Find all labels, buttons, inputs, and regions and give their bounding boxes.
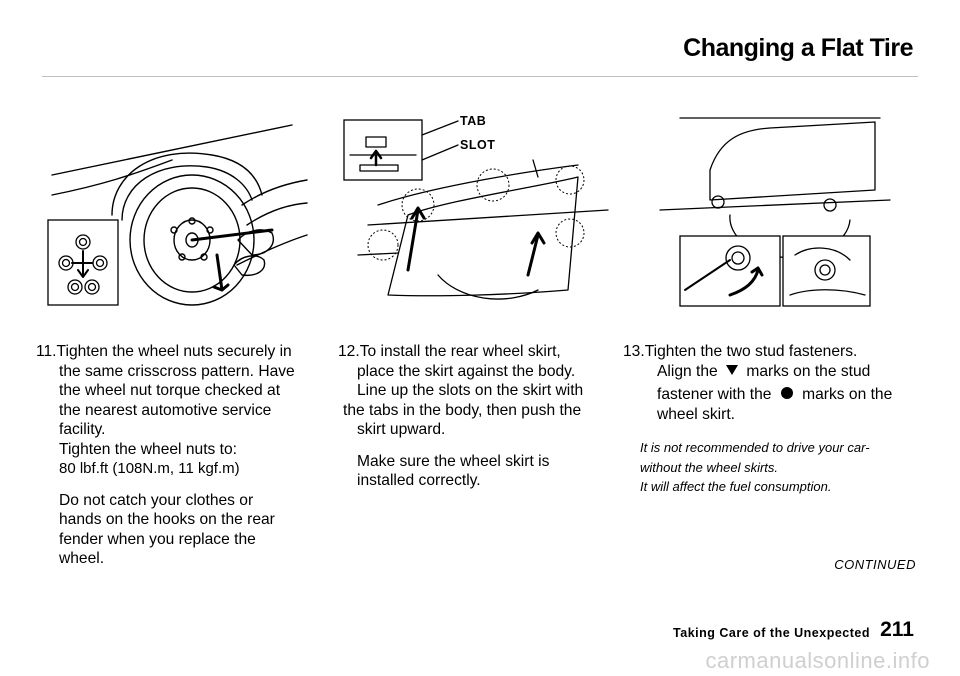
step-11: 11.Tighten the wheel nuts securely in th… [36, 342, 326, 569]
step-text-line: Tighten the two stud fasteners. [644, 343, 858, 360]
section-title: Taking Care of the Unexpected [673, 626, 870, 640]
warning-line: It is not recommended to drive your car- [640, 440, 870, 455]
slot-callout: SLOT [460, 138, 495, 152]
step-text-line: the same crisscross pattern. Have [59, 362, 295, 380]
step-text-line: Align the [657, 362, 718, 380]
step-text-line: facility. [59, 421, 106, 438]
note-line: Do not catch your clothes or [59, 491, 254, 509]
step-text-line: the wheel nut torque checked at [59, 382, 281, 399]
step-text-line: marks on the [802, 386, 893, 403]
page-title: Changing a Flat Tire [683, 34, 913, 62]
note-line: fender when you replace the [59, 530, 256, 548]
watermark: carmanualsonline.info [705, 648, 930, 673]
note-line: wheel. [59, 550, 105, 567]
note-line: installed correctly. [357, 472, 481, 489]
step-12: 12.To install the rear wheel skirt, plac… [338, 342, 628, 491]
torque-value: 80 lbf.ft (108N.m, 11 kgf.m) [59, 460, 240, 477]
continued-label: CONTINUED [834, 557, 916, 572]
step-text-line: the nearest automotive service [59, 401, 272, 419]
warning-line: It will affect the fuel consumption. [640, 479, 832, 494]
header-rule [42, 76, 918, 77]
torque-intro: Tighten the wheel nuts to: [59, 440, 237, 458]
step-text-line: the tabs in the body, then push the [343, 401, 582, 419]
step-text-line: place the skirt against the body. [357, 362, 576, 380]
note-line: hands on the hooks on the rear [59, 511, 275, 528]
triangle-mark-icon [726, 364, 739, 375]
step-text-line: Line up the slots on the skirt with [357, 382, 584, 399]
step-number: 13. [623, 343, 645, 360]
dot-mark-icon [780, 387, 793, 399]
step-text-line: wheel skirt. [657, 405, 735, 423]
step-text-line: fastener with the [657, 386, 772, 403]
step-text-line: skirt upward. [357, 421, 446, 438]
step-number: 11. [36, 343, 57, 360]
step-text-line: Tighten the wheel nuts securely in [56, 343, 292, 360]
page-number: 211 [880, 618, 914, 641]
tab-callout: TAB [460, 115, 486, 128]
step-13: 13.Tighten the two stud fasteners. Align… [623, 342, 923, 497]
step-text-line: marks on the stud [746, 362, 871, 380]
stud-fastener-figure [659, 117, 891, 307]
warning-line: without the wheel skirts. [640, 459, 779, 475]
note-line: Make sure the wheel skirt is [357, 452, 550, 470]
step-text-line: To install the rear wheel skirt, [359, 343, 561, 360]
step-number: 12. [338, 343, 360, 360]
wheel-skirt-figure: TAB SLOT [343, 115, 609, 300]
wheel-nut-figure [47, 124, 308, 306]
